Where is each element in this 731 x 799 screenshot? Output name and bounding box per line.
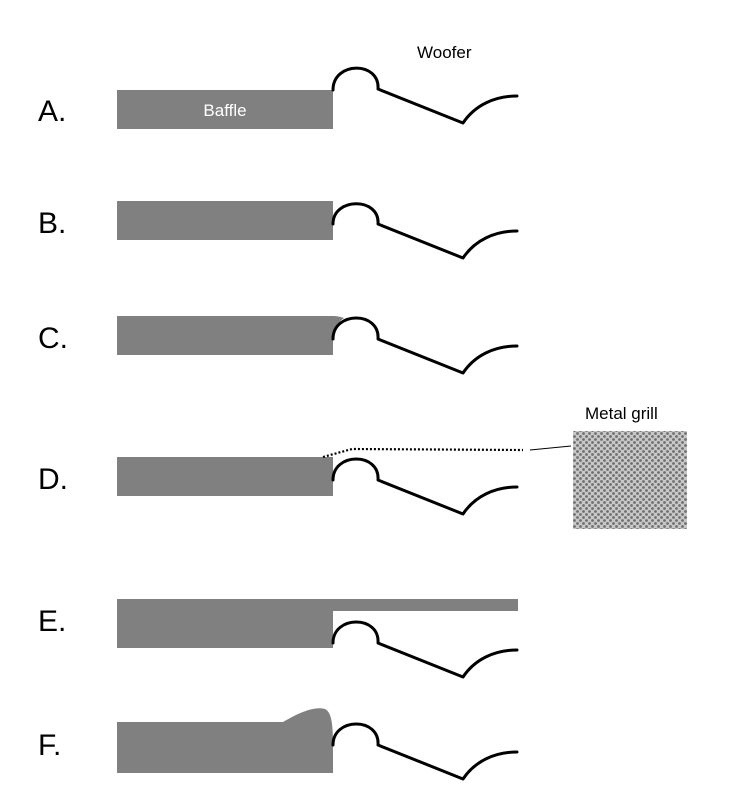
- row-label-b: B.: [38, 207, 66, 240]
- baffle-b: [117, 201, 333, 240]
- row-b: B.: [38, 201, 519, 260]
- baffle-d: [117, 457, 333, 496]
- baffle-a: [117, 90, 333, 129]
- baffle-caption: Baffle: [203, 101, 246, 120]
- row-a: A. Baffle Woofer: [38, 43, 519, 129]
- baffle-f-rounded: [117, 708, 333, 773]
- row-label-e: E.: [38, 605, 66, 638]
- row-label-f: F.: [38, 729, 61, 762]
- woofer-f: [331, 722, 519, 781]
- metal-grill-caption: Metal grill: [585, 404, 658, 423]
- row-label-c: C.: [38, 322, 68, 355]
- woofer-c: [331, 316, 519, 375]
- row-f: F.: [38, 708, 519, 781]
- woofer-d: [331, 457, 519, 516]
- metal-grill-swatch: [573, 431, 687, 529]
- woofer-b: [331, 202, 519, 260]
- row-label-d: D.: [38, 463, 68, 496]
- baffle-e: [117, 599, 333, 648]
- row-e: E.: [38, 599, 519, 679]
- row-c: C.: [38, 316, 519, 375]
- woofer-e: [331, 620, 519, 679]
- row-label-a: A.: [38, 95, 66, 128]
- woofer-caption: Woofer: [417, 43, 472, 62]
- row-d: D. Metal grill: [38, 404, 687, 529]
- grill-profile-line: [322, 447, 524, 459]
- woofer-a: [331, 66, 519, 125]
- grill-pointer-line: [529, 445, 572, 451]
- baffle-c-chamfered: [117, 316, 344, 355]
